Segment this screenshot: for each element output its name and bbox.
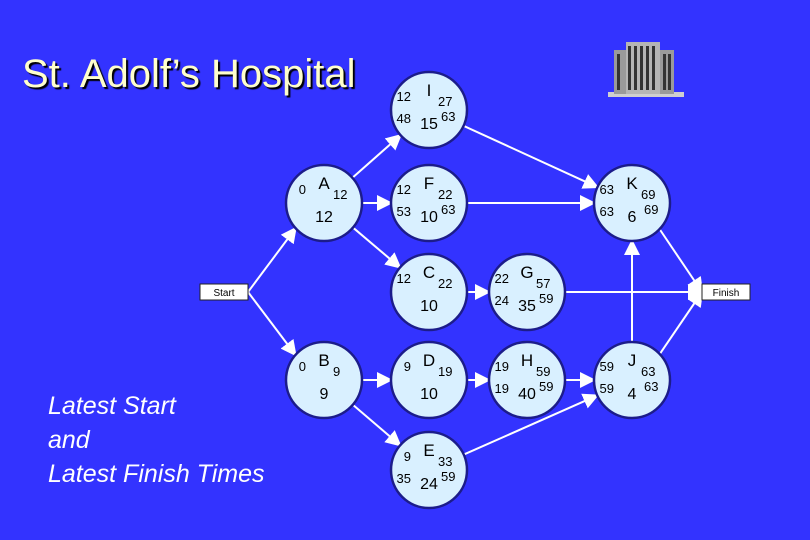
latest-start: 53 [397, 204, 411, 219]
activity-duration: 10 [420, 298, 438, 315]
arrow-b-e [352, 403, 402, 447]
start-label: Start [213, 288, 234, 299]
activity-duration: 10 [420, 209, 438, 226]
finish-label: Finish [713, 288, 740, 299]
activity-duration: 35 [518, 298, 536, 315]
earliest-finish: 33 [438, 454, 452, 469]
activity-letter: E [423, 441, 434, 460]
arrow-start-b [247, 291, 297, 357]
start-node: Start [199, 283, 249, 301]
activity-letter: H [521, 351, 533, 370]
activity-duration: 9 [320, 386, 329, 403]
earliest-start: 0 [299, 182, 306, 197]
arrow-start-a [247, 226, 297, 293]
latest-finish: 59 [539, 291, 553, 306]
latest-finish: 63 [644, 379, 658, 394]
activity-duration: 10 [420, 386, 438, 403]
earliest-start: 63 [600, 182, 614, 197]
latest-finish: 59 [539, 379, 553, 394]
earliest-finish: 69 [641, 187, 655, 202]
latest-finish: 59 [441, 469, 455, 484]
arrow-k-finish [658, 228, 704, 294]
activity-letter: D [423, 351, 435, 370]
latest-start: 59 [600, 381, 614, 396]
latest-start: 24 [495, 293, 509, 308]
earliest-finish: 19 [438, 364, 452, 379]
activity-duration: 24 [420, 476, 438, 493]
activity-duration: 40 [518, 386, 536, 403]
caption: Latest Start and Latest Finish Times [48, 389, 265, 491]
caption-line: Latest Start [48, 392, 176, 420]
caption-line: Latest Finish Times [48, 460, 265, 488]
arrow-a-i [351, 133, 403, 179]
earliest-start: 12 [397, 271, 411, 286]
activity-letter: G [520, 263, 533, 282]
earliest-start: 9 [404, 359, 411, 374]
activity-node-k: K 63 69 63 6 69 [592, 163, 672, 243]
caption-line: and [48, 426, 90, 454]
activity-letter: C [423, 263, 435, 282]
latest-start: 48 [397, 111, 411, 126]
page-title: St. Adolf’s Hospital [22, 52, 356, 96]
arrows [247, 124, 704, 456]
latest-start: 63 [600, 204, 614, 219]
hospital-building-icon [608, 42, 684, 97]
activity-duration: 4 [628, 386, 637, 403]
arrow-e-j [463, 393, 600, 456]
earliest-finish: 12 [333, 187, 347, 202]
activity-letter: K [626, 174, 638, 193]
earliest-finish: 63 [641, 364, 655, 379]
finish-node: Finish [701, 283, 751, 301]
latest-finish: 63 [441, 202, 455, 217]
earliest-finish: 9 [333, 364, 340, 379]
earliest-finish: 22 [438, 187, 452, 202]
arrow-a-c [352, 226, 402, 269]
earliest-start: 9 [404, 449, 411, 464]
activity-letter: A [318, 174, 330, 193]
earliest-start: 12 [397, 182, 411, 197]
activity-letter: F [424, 174, 434, 193]
activity-node-j: J 59 63 59 4 63 [592, 340, 672, 420]
activity-duration: 15 [420, 116, 438, 133]
latest-finish: 69 [644, 202, 658, 217]
latest-start: 19 [495, 381, 509, 396]
latest-finish: 63 [441, 109, 455, 124]
arrow-i-k [463, 124, 600, 189]
arrow-j-finish [658, 290, 704, 355]
activity-letter: I [427, 81, 432, 100]
earliest-start: 59 [600, 359, 614, 374]
earliest-start: 22 [495, 271, 509, 286]
activity-letter: J [628, 351, 637, 370]
earliest-finish: 22 [438, 276, 452, 291]
latest-start: 35 [397, 471, 411, 486]
earliest-start: 0 [299, 359, 306, 374]
activity-duration: 12 [315, 209, 333, 226]
activity-duration: 6 [628, 209, 637, 226]
earliest-start: 12 [397, 89, 411, 104]
earliest-finish: 57 [536, 276, 550, 291]
earliest-finish: 59 [536, 364, 550, 379]
activity-letter: B [318, 351, 329, 370]
earliest-start: 19 [495, 359, 509, 374]
earliest-finish: 27 [438, 94, 452, 109]
